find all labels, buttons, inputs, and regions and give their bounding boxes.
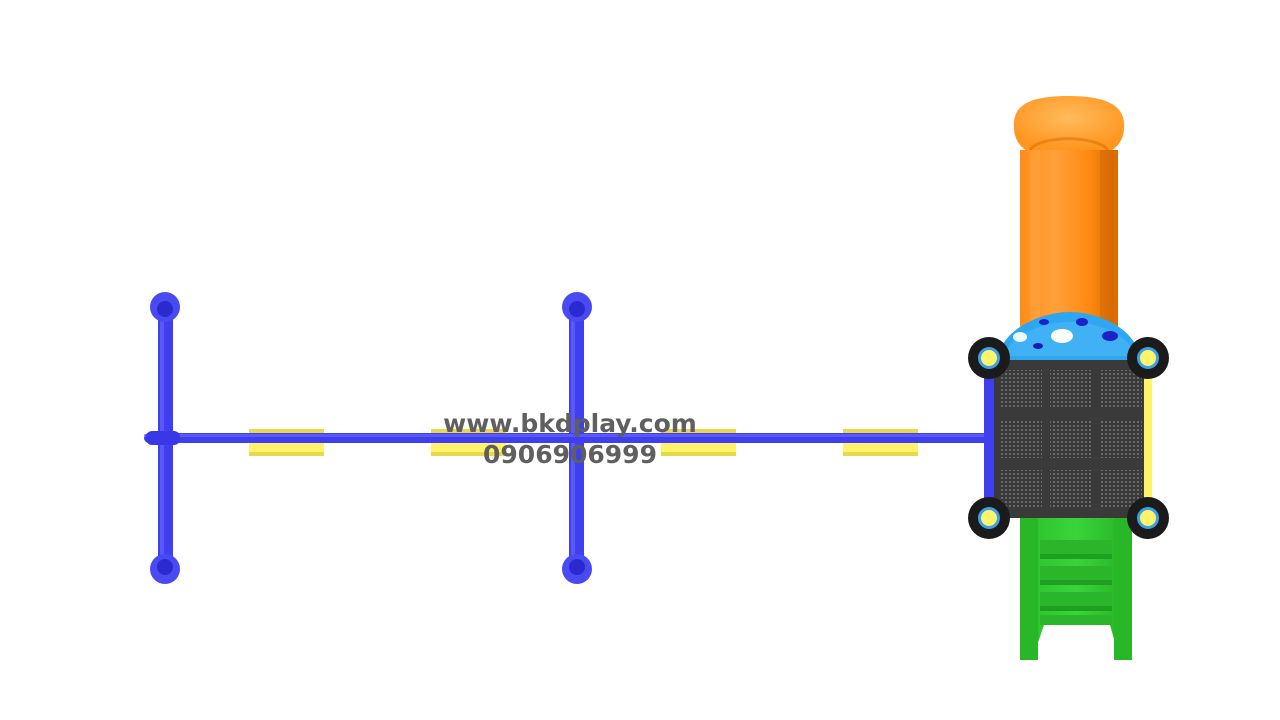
stairs [1020, 515, 1132, 660]
corner-post [968, 337, 1010, 379]
corner-post [1127, 497, 1169, 539]
corner-post [968, 497, 1010, 539]
tube-slide [1013, 96, 1125, 345]
platform-deck [984, 360, 1152, 518]
platform-roof [998, 312, 1140, 360]
corner-post [1127, 337, 1169, 379]
swing-top-beam [144, 431, 994, 445]
